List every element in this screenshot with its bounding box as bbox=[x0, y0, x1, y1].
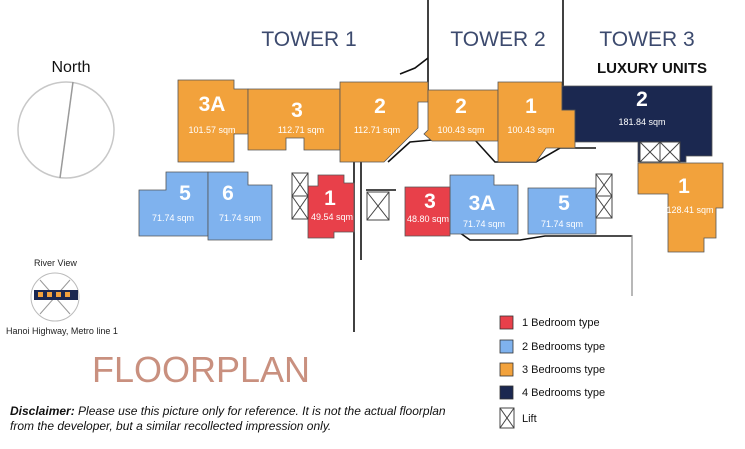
river-view-label: River View bbox=[34, 258, 77, 268]
legend-label: 2 Bedrooms type bbox=[522, 341, 605, 353]
unit-area: 128.41 sqm bbox=[666, 205, 713, 215]
tower-1-label: TOWER 1 bbox=[261, 28, 356, 51]
unit-number: 3 bbox=[291, 99, 303, 122]
compass-label: North bbox=[51, 59, 90, 76]
lift-icon bbox=[595, 195, 613, 219]
lift-icon bbox=[291, 172, 309, 197]
lift-icons bbox=[291, 141, 681, 221]
unit-t1-2[interactable] bbox=[339, 81, 429, 163]
highway-label: Hanoi Highway, Metro line 1 bbox=[6, 326, 118, 336]
legend: 1 Bedroom type 2 Bedrooms type 3 Bedroom… bbox=[499, 315, 605, 429]
disclaimer: Disclaimer: Please use this picture only… bbox=[10, 404, 450, 434]
unit-number: 2 bbox=[455, 95, 467, 118]
unit-area: 100.43 sqm bbox=[437, 125, 484, 135]
unit-area: 71.74 sqm bbox=[219, 213, 261, 223]
legend-label: 4 Bedrooms type bbox=[522, 387, 605, 399]
unit-area: 112.71 sqm bbox=[278, 125, 324, 135]
unit-number: 6 bbox=[222, 182, 234, 205]
lift-icon bbox=[291, 195, 309, 220]
legend-swatch-4br bbox=[499, 385, 514, 400]
unit-t3-1[interactable] bbox=[637, 162, 724, 253]
legend-swatch-1br bbox=[499, 315, 514, 330]
lift-icon bbox=[499, 407, 515, 429]
unit-area: 49.54 sqm bbox=[311, 212, 353, 222]
unit-number: 1 bbox=[324, 187, 336, 210]
unit-t2-3[interactable] bbox=[404, 186, 451, 237]
compass-icon bbox=[17, 81, 115, 179]
disclaimer-text: Please use this picture only for referen… bbox=[10, 404, 446, 433]
lift-icon bbox=[366, 191, 390, 221]
lift-icon bbox=[639, 141, 661, 163]
unit-t1-6[interactable] bbox=[207, 171, 273, 241]
unit-t1-1[interactable] bbox=[307, 174, 355, 239]
floorplan-title: FLOORPLAN bbox=[92, 349, 310, 390]
unit-area: 71.74 sqm bbox=[152, 213, 194, 223]
unit-area: 48.80 sqm bbox=[407, 214, 449, 224]
legend-swatch-3br bbox=[499, 362, 514, 377]
unit-t2-5[interactable] bbox=[527, 187, 597, 235]
unit-number: 3 bbox=[424, 190, 436, 213]
unit-labels: 3A 101.57 sqm 3 112.71 sqm 2 112.71 sqm … bbox=[152, 88, 714, 229]
unit-area: 71.74 sqm bbox=[541, 219, 583, 229]
lift-icon bbox=[595, 173, 613, 197]
tower-2-label: TOWER 2 bbox=[450, 28, 545, 51]
unit-number: 5 bbox=[179, 182, 191, 205]
unit-number: 3A bbox=[199, 93, 226, 116]
unit-t1-5[interactable] bbox=[138, 171, 209, 237]
corridor-walls bbox=[353, 0, 632, 332]
unit-number: 5 bbox=[558, 192, 570, 215]
legend-label: Lift bbox=[522, 413, 537, 425]
unit-area: 101.57 sqm bbox=[188, 125, 235, 135]
unit-number: 1 bbox=[525, 95, 537, 118]
legend-label: 1 Bedroom type bbox=[522, 317, 600, 329]
legend-label: 3 Bedrooms type bbox=[522, 364, 605, 376]
unit-area: 100.43 sqm bbox=[507, 125, 554, 135]
unit-area: 71.74 sqm bbox=[463, 219, 505, 229]
unit-number: 3A bbox=[469, 192, 496, 215]
legend-swatch-2br bbox=[499, 339, 514, 354]
disclaimer-lead: Disclaimer: bbox=[10, 404, 75, 418]
unit-area: 181.84 sqm bbox=[618, 117, 665, 127]
unit-number: 2 bbox=[374, 95, 386, 118]
river-view-icon bbox=[30, 272, 80, 322]
tower-3-label: TOWER 3 bbox=[599, 28, 694, 51]
lift-icon bbox=[659, 141, 681, 163]
unit-number: 1 bbox=[678, 175, 690, 198]
unit-number: 2 bbox=[636, 88, 648, 111]
unit-area: 112.71 sqm bbox=[354, 125, 400, 135]
luxury-units-label: LUXURY UNITS bbox=[597, 60, 707, 77]
